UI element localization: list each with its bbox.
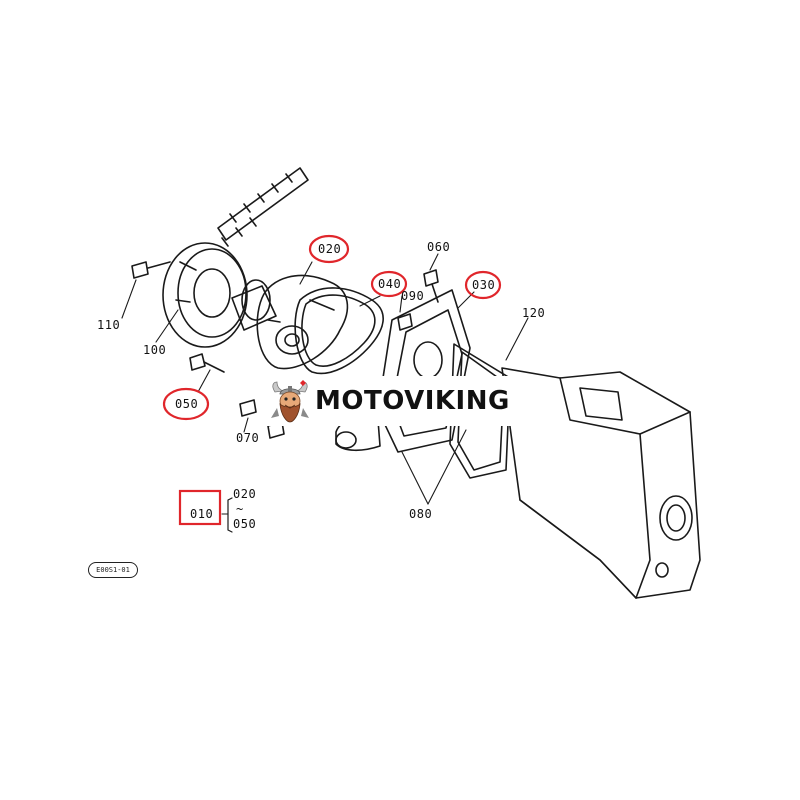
label-050: 050 [175, 397, 199, 411]
label-100: 100 [143, 343, 167, 357]
diagram-code: E00S1-01 [96, 566, 130, 574]
label-030: 030 [472, 278, 496, 292]
label-040: 040 [378, 277, 402, 291]
fan-belt [217, 167, 309, 247]
label-090: 090 [401, 289, 425, 303]
label-range-from: 020 [233, 487, 257, 501]
highlight-050 [162, 387, 210, 421]
pump-shaft [231, 279, 277, 331]
water-pump-flange [256, 274, 349, 370]
label-110: 110 [97, 318, 121, 332]
label-range-to: 050 [233, 517, 257, 531]
diagram-code-badge: E00S1-01 [88, 562, 138, 578]
label-080: 080 [409, 507, 433, 521]
label-070: 070 [236, 431, 260, 445]
label-020: 020 [318, 242, 342, 256]
pulley [162, 242, 248, 348]
highlight-030 [464, 270, 502, 300]
highlight-040 [370, 270, 408, 298]
highlight-010 [178, 489, 222, 526]
watermark-text: MOTOVIKING [315, 386, 510, 416]
label-120: 120 [522, 306, 546, 320]
gasket [294, 287, 384, 375]
label-060: 060 [427, 240, 451, 254]
highlight-020 [308, 234, 350, 264]
red-highlights [162, 234, 502, 526]
label-range-tilde: ~ [236, 502, 244, 516]
bolts [131, 261, 439, 439]
viking-mascot-logo-icon [271, 380, 309, 423]
watermark: MOTOVIKING [263, 376, 535, 426]
leader-lines [121, 253, 529, 533]
label-010: 010 [190, 507, 214, 521]
gear-case-cover [501, 367, 701, 599]
